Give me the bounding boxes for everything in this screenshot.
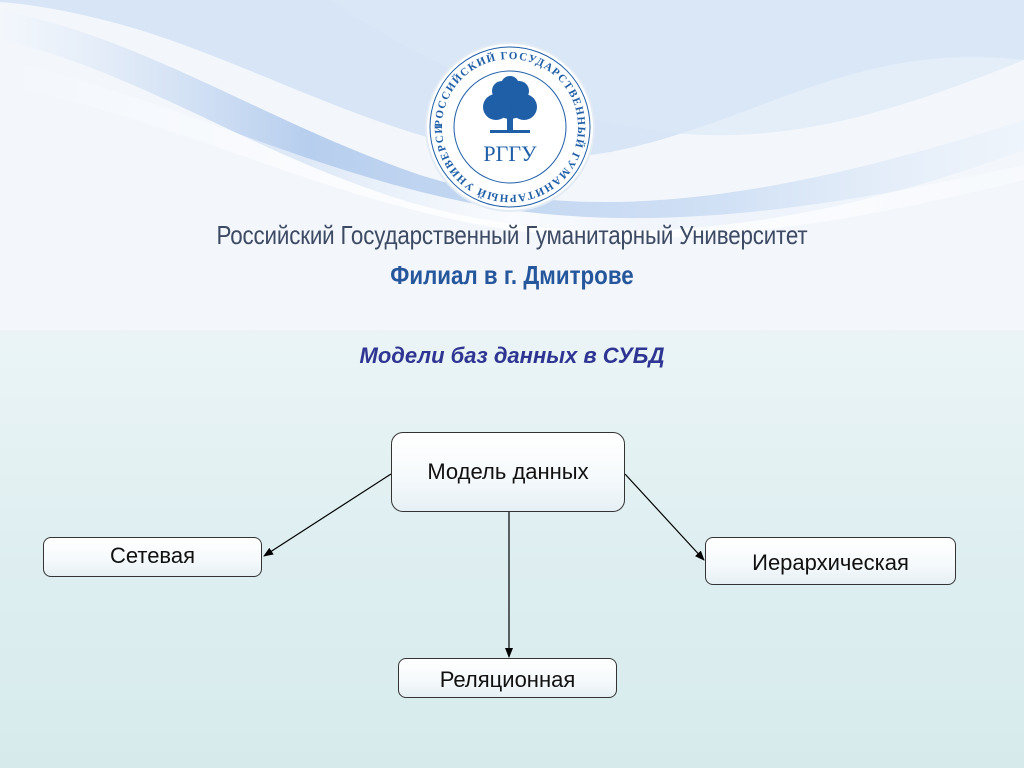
node-relational: Реляционная (398, 658, 617, 698)
branch-name: Филиал в г. Дмитрове (390, 260, 634, 290)
node-data-model: Модель данных (391, 432, 625, 512)
node-hierarchical: Иерархическая (705, 537, 956, 585)
node-network-label: Сетевая (109, 543, 196, 568)
university-name: Российский Государственный Гуманитарный … (216, 220, 808, 250)
tree-icon (483, 76, 537, 133)
connector-to-hierarchical (624, 473, 705, 561)
connector-to-network (263, 473, 392, 557)
node-data-model-label: Модель данных (427, 459, 589, 484)
node-network: Сетевая (43, 537, 262, 577)
university-seal-logo: РОССИЙСКИЙ ГОСУДАРСТВЕННЫЙ ГУМАНИТАРНЫЙ … (424, 41, 595, 212)
node-hierarchical-label: Иерархическая (752, 550, 909, 575)
seal-monogram: РГГУ (483, 141, 537, 166)
node-relational-label: Реляционная (439, 667, 576, 692)
slide-title: Модели баз данных в СУБД (359, 343, 665, 368)
